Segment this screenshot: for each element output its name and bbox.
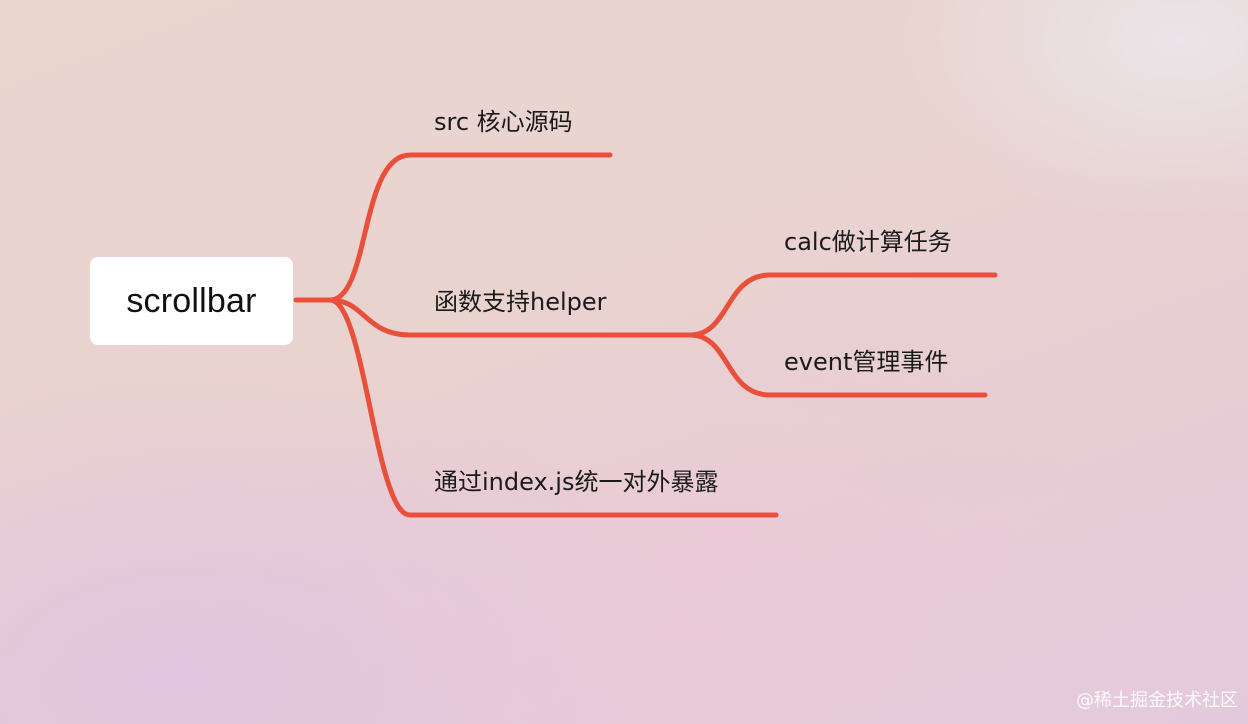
- node-src[interactable]: src 核心源码: [434, 108, 573, 136]
- connector-branch-helper: [327, 297, 693, 338]
- connector-branch-index: [327, 297, 779, 518]
- node-calc[interactable]: calc做计算任务: [784, 228, 952, 256]
- connector-branch-src: [327, 152, 613, 303]
- connector-subbranch-event: [687, 332, 988, 398]
- root-node-label: scrollbar: [126, 281, 257, 320]
- node-index[interactable]: 通过index.js统一对外暴露: [434, 468, 719, 496]
- connector-subbranch-calc: [687, 272, 998, 338]
- node-event[interactable]: event管理事件: [784, 348, 949, 376]
- node-helper[interactable]: 函数支持helper: [434, 288, 607, 316]
- root-node[interactable]: scrollbar: [90, 257, 293, 345]
- watermark-text: @稀土掘金技术社区: [1076, 690, 1238, 711]
